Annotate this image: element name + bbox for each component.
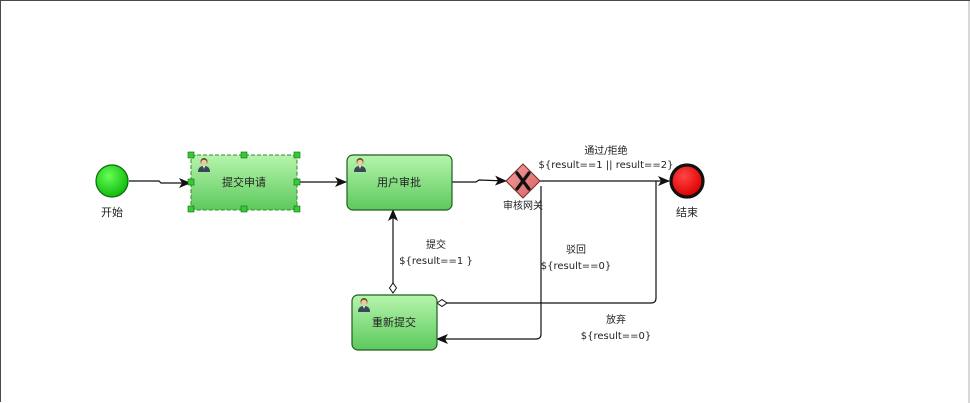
end-event-label: 结束 (676, 206, 698, 219)
selection-handles[interactable] (187, 151, 301, 213)
flow-reject-back-condition: ${result==0} (541, 261, 612, 272)
flow-resubmit-condition: ${result==1 } (399, 256, 473, 267)
user-icon (198, 158, 210, 172)
flow-reject-back-name: 驳回 (566, 244, 586, 256)
canvas-right-border (968, 1, 970, 403)
flow-resubmit-to-end[interactable] (437, 181, 657, 303)
start-event-label: 开始 (101, 205, 123, 219)
task-approve[interactable]: 用户审批 (346, 154, 453, 211)
task-submit-label: 提交申请 (222, 175, 266, 189)
flow-gateway-to-resubmit[interactable] (436, 186, 542, 344)
flow-start-to-submit[interactable] (129, 178, 191, 188)
task-submit[interactable]: 提交申请 (187, 151, 301, 213)
flow-pass-reject-condition: ${result==1 || result==2} (538, 160, 673, 171)
end-event[interactable] (669, 163, 705, 199)
flow-resubmit-name: 提交 (426, 238, 446, 251)
exclusive-gateway[interactable] (505, 163, 541, 199)
gateway-label: 审核网关 (503, 199, 543, 212)
task-resubmit[interactable]: 重新提交 (351, 294, 438, 351)
flow-approve-to-gateway[interactable] (452, 175, 507, 186)
task-resubmit-label: 重新提交 (372, 315, 416, 329)
x-mark-icon (515, 171, 531, 191)
user-icon (358, 298, 370, 312)
start-event[interactable] (95, 164, 129, 198)
user-icon (354, 158, 366, 172)
flow-abandon-condition: ${result==0} (581, 331, 652, 342)
task-approve-label: 用户审批 (377, 175, 421, 189)
flow-abandon-name: 放弃 (606, 313, 626, 326)
flow-pass-reject-name: 通过/拒绝 (584, 144, 627, 157)
